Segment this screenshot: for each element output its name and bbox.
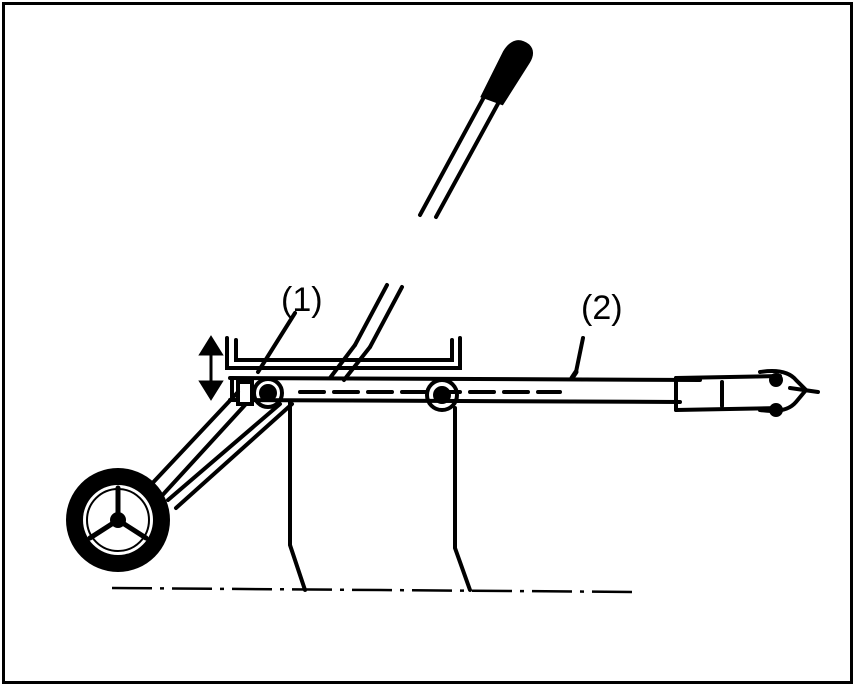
tines — [288, 400, 472, 592]
adjustment-clamp — [236, 311, 459, 412]
handle — [418, 40, 533, 219]
adjustment-arrow-icon — [198, 335, 224, 401]
depth-wheel — [66, 468, 170, 572]
hitch-clevis — [674, 369, 820, 417]
callout-2-label: (2) — [581, 289, 623, 327]
wheel-arms — [144, 390, 294, 510]
u-bracket — [225, 336, 462, 370]
callout-1-label: (1) — [281, 281, 323, 319]
ground-line — [111, 586, 641, 594]
handle-lower — [328, 283, 404, 382]
